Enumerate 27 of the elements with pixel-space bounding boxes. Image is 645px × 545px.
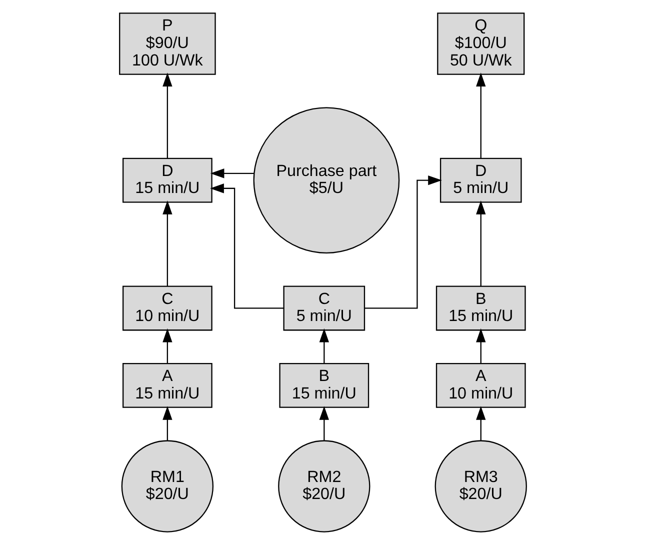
node-box: B 15 min/U [278,362,369,408]
node-box: A 15 min/U [122,362,212,408]
arrow [318,328,328,364]
arrow [476,72,486,158]
arrow [476,406,486,440]
arrow [364,175,442,309]
node-box: D 5 min/U [439,158,522,203]
node-box: D 15 min/U [122,158,212,203]
node-box: C 5 min/U [282,286,365,331]
arrow [162,72,172,158]
node-box: B 15 min/U [435,286,526,331]
arrow [162,328,172,364]
arrow [162,200,172,286]
arrow [318,406,328,440]
arrow [476,200,486,286]
arrow [210,184,284,309]
arrow [210,168,254,178]
node-box: C 10 min/U [122,286,212,331]
node-circle: Purchase part $5/U [252,107,400,254]
arrow [476,328,486,364]
node-circle: RM3 $20/U [434,440,526,532]
node-circle: RM1 $20/U [120,440,214,532]
node-box: A 10 min/U [435,362,526,408]
node-circle: RM2 $20/U [278,440,370,532]
node-box: Q $100/U 50 U/Wk [436,12,524,75]
arrow [162,406,172,440]
node-box: P $90/U 100 U/Wk [118,12,216,75]
